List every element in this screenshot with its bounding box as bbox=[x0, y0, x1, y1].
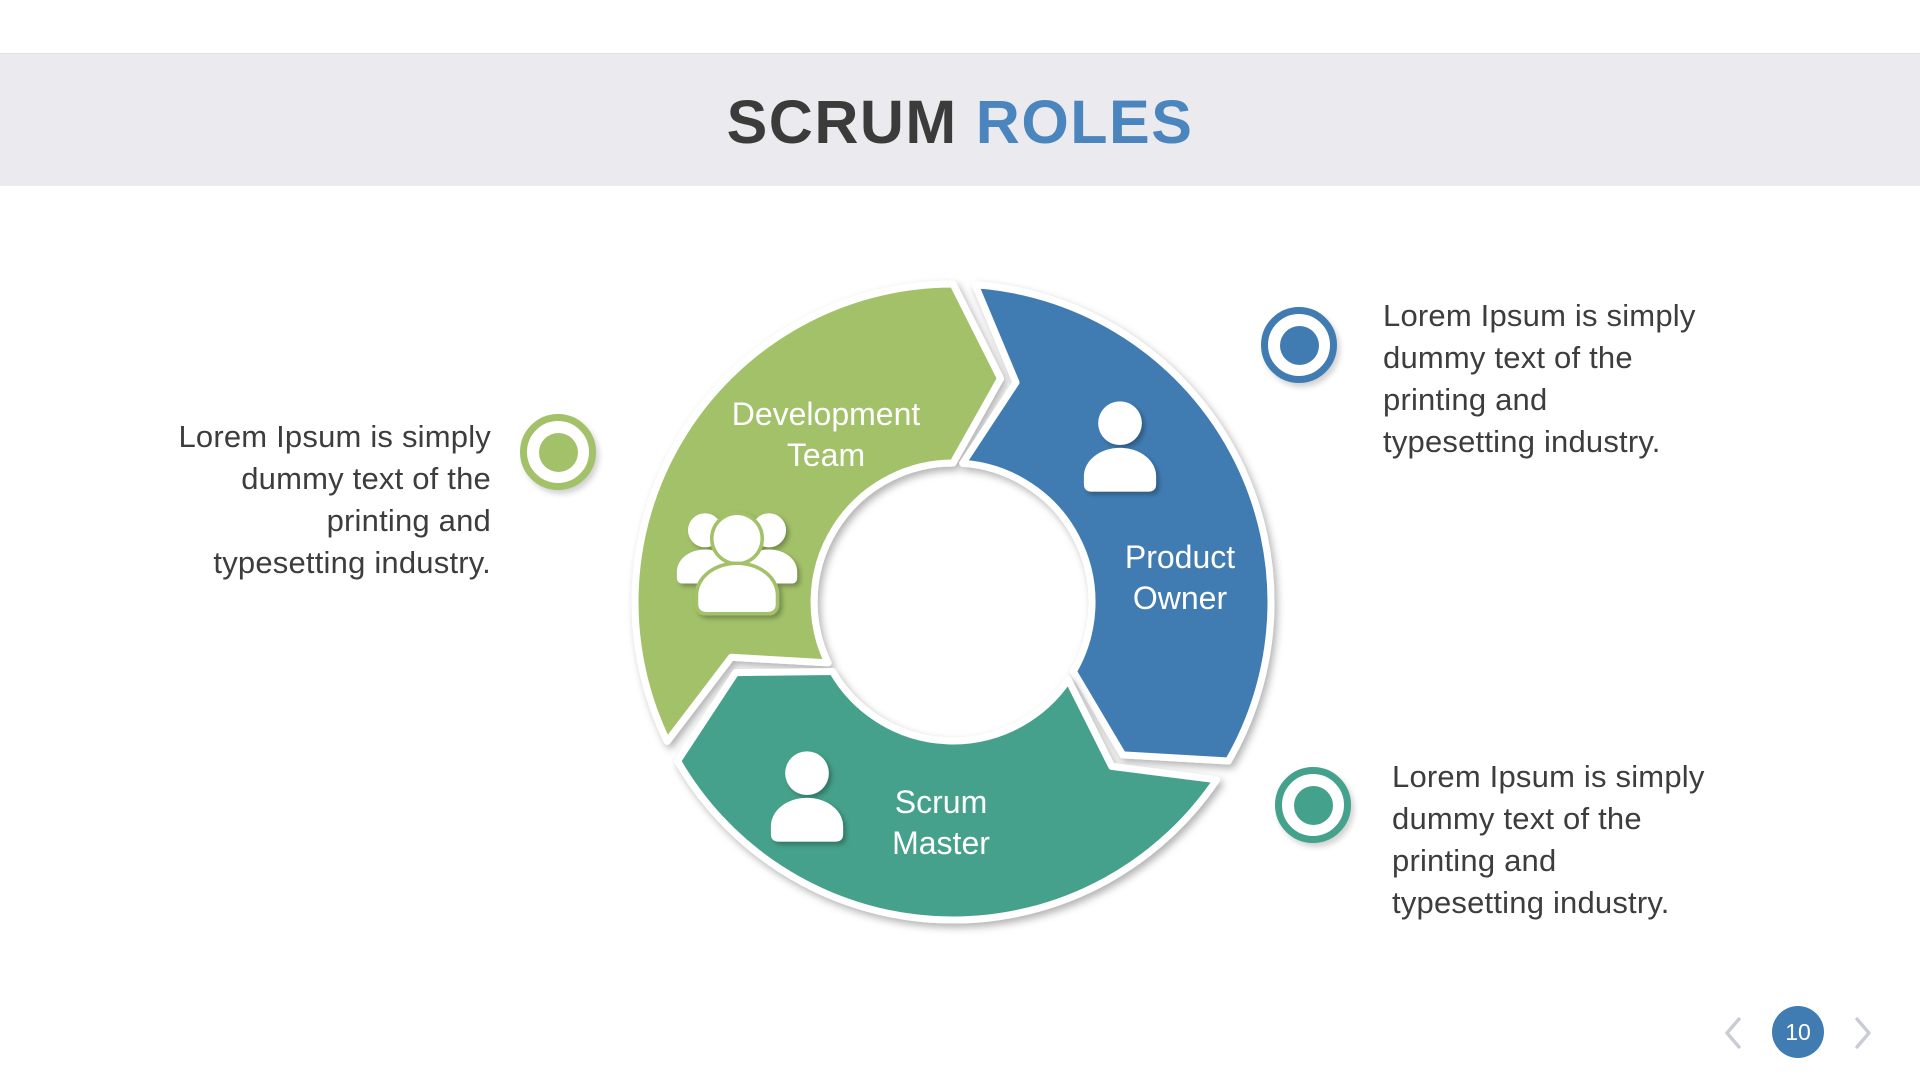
segment-label-development-team: Development Team bbox=[731, 396, 921, 473]
page-title: SCRUM ROLES bbox=[727, 83, 1194, 157]
chevron-right-icon[interactable] bbox=[1850, 1014, 1876, 1052]
segment-label-scrum-master: Scrum Master bbox=[892, 784, 990, 861]
bullet-ring-dot bbox=[1279, 325, 1319, 365]
bullet-ring bbox=[1261, 307, 1337, 383]
chevron-left-icon[interactable] bbox=[1720, 1014, 1746, 1052]
segment-development-team bbox=[631, 280, 1004, 745]
bullet-ring bbox=[1275, 767, 1351, 843]
cycle-segments bbox=[631, 280, 1275, 924]
title-accent: ROLES bbox=[975, 88, 1194, 156]
title-primary: SCRUM bbox=[726, 88, 958, 156]
header-band: SCRUM ROLES bbox=[0, 53, 1920, 186]
callout-bottom-right: Lorem Ipsum is simply dummy text of the … bbox=[1392, 759, 1705, 920]
callout-top-right: Lorem Ipsum is simply dummy text of the … bbox=[1383, 298, 1696, 459]
page-number: 10 bbox=[1785, 1018, 1811, 1045]
segment-scrum-master bbox=[674, 668, 1221, 924]
page-number-badge[interactable]: 10 bbox=[1772, 1006, 1824, 1058]
segment-label-product-owner: Product Owner bbox=[1124, 539, 1236, 616]
bullet-ring-dot bbox=[538, 432, 578, 472]
team-icon bbox=[676, 513, 798, 612]
bullet-ring-dot bbox=[1293, 785, 1333, 825]
segment-product-owner bbox=[959, 281, 1275, 765]
bullet-ring bbox=[520, 414, 596, 490]
callout-left: Lorem Ipsum is simply dummy text of the … bbox=[178, 419, 491, 580]
